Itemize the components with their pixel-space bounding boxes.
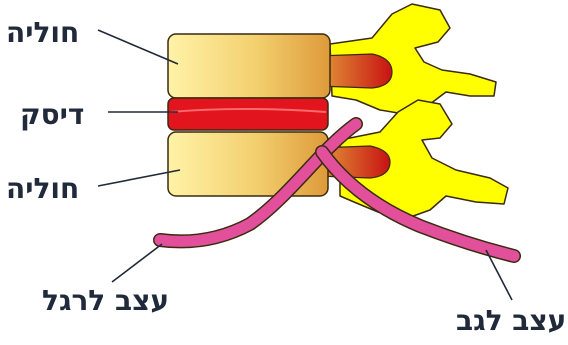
vertebra-top bbox=[168, 34, 330, 98]
disc bbox=[168, 98, 328, 130]
label-disc: דיסק bbox=[20, 98, 84, 131]
label-nerve-back: עצב לגב bbox=[456, 304, 566, 337]
label-vertebra-top: חוליה bbox=[6, 16, 79, 49]
label-vertebra-bottom: חוליה bbox=[6, 172, 79, 205]
leader-vertebra-top bbox=[98, 30, 178, 64]
leader-nerve-leg bbox=[112, 244, 162, 282]
label-nerve-leg: עצב לרגל bbox=[42, 284, 169, 317]
